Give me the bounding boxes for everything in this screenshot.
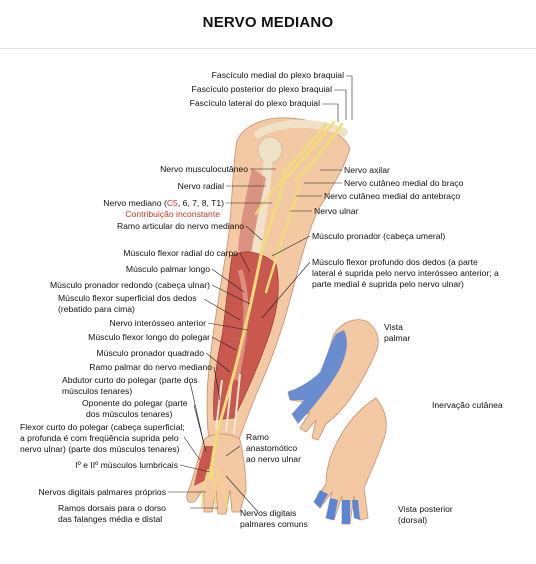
leader-flexor-radial (239, 252, 251, 273)
label-flexor-profundo-1: Músculo flexor profundo dos dedos (a par… (312, 257, 478, 267)
label-axilar: Nervo axilar (344, 165, 390, 175)
label-inervacao: Inervação cutânea (432, 400, 503, 410)
leader-digitais-comuns (225, 475, 259, 513)
label-flexor-longo: Músculo flexor longo do polegar (88, 332, 210, 342)
label-anastomotico-2: anastomótico (246, 443, 298, 453)
leader-fasciculo-posterior (334, 89, 347, 120)
radial-nerve-path (254, 176, 286, 216)
label-vista-palmar-2: palmar (384, 333, 411, 343)
leader-flexor-profundo (261, 261, 311, 319)
palmar-median-area (288, 330, 347, 424)
leader-fasciculo-lateral (322, 103, 339, 122)
dorsal-hand-skin (313, 397, 387, 525)
label-digitais-comuns-2: palmares comuns (240, 519, 308, 529)
dorsal-view-hand (313, 397, 387, 525)
leader-oponente (193, 404, 207, 453)
label-articular: Ramo articular do nervo mediano (116, 221, 244, 231)
label-mediano-roots: C5 (166, 198, 178, 208)
leader-flexor-curto (183, 436, 201, 461)
label-lumbricais: Iº e IIº músculos lumbricais (75, 460, 178, 470)
label-ramo-palmar: Ramo palmar do nervo mediano (89, 362, 212, 372)
label-cutaneo-braco: Nervo cutâneo medial do braço (344, 178, 464, 188)
brachial-cord-3 (280, 122, 328, 176)
label-flexor-radial: Músculo flexor radial do carpo (123, 248, 238, 258)
title-divider (0, 48, 536, 49)
brachial-cord-2 (294, 122, 344, 182)
label-digitais-comuns-1: Nervos digitais (240, 508, 297, 518)
label-mediano-suffix: , 6, 7, 8, T1) (177, 198, 224, 208)
label-vista-palmar-1: Vista (384, 322, 403, 332)
label-flexor-profundo-3: parte medial é suprida pelo nervo ulnar) (312, 279, 464, 289)
clavicle-bone (254, 120, 348, 138)
leader-fasciculo-medial (346, 75, 353, 120)
leader-abdutor (189, 381, 205, 445)
label-mediano: Nervo mediano (C5, 6, 7, 8, T1) (84, 198, 224, 209)
label-oponente-2: dos músculos tenares) (86, 409, 173, 419)
label-fasciculo-posterior: Fascículo posterior do plexo braquial (191, 84, 332, 94)
leader-lumbricais (179, 464, 211, 473)
label-flexor-curto-3: nervo ulnar) (parte dos músculos tenares… (20, 444, 180, 454)
digital-nerve-2 (215, 469, 229, 511)
label-ulnar: Nervo ulnar (314, 206, 359, 216)
label-cutaneo-antebraco: Nervo cutâneo medial do antebraço (324, 191, 461, 201)
label-abdutor-1: Abdutor curto do polegar (parte dos (62, 375, 198, 385)
label-flexor-profundo-2: lateral é suprida pelo nervo interósseo … (312, 268, 499, 278)
label-vista-posterior-2: (dorsal) (398, 515, 428, 525)
label-musculocutaneo: Nervo musculocutâneo (160, 164, 248, 174)
leader-articular (245, 225, 263, 241)
leader-anastomotico (225, 445, 241, 457)
label-flexor-curto-2: a profunda é com freqüência suprida pelo (20, 433, 179, 443)
label-radial: Nervo radial (177, 181, 224, 191)
brachial-cord-1 (286, 120, 336, 178)
label-ramos-dorsais-1: Ramos dorsais para o dorso (58, 503, 166, 513)
nerve-paths (201, 120, 344, 511)
label-digitais-proprios: Nervos digitais palmares próprios (38, 487, 166, 497)
dorsal-innervation-2 (352, 500, 360, 520)
label-vista-posterior-1: Vista posterior (398, 504, 453, 514)
label-flexor-curto-1: Flexor curto do polegar (cabeça superfic… (20, 422, 185, 432)
label-anastomotico-3: ao nervo ulnar (246, 454, 301, 464)
digital-nerve-3 (201, 469, 209, 509)
dorsal-innervation-4 (314, 490, 328, 508)
label-interosseo: Nervo interósseo anterior (109, 318, 207, 328)
label-abdutor-2: músculos tenares) (62, 386, 133, 396)
thenar-muscles (194, 446, 214, 486)
label-fasciculo-lateral: Fascículo lateral do plexo braquial (189, 98, 320, 108)
label-pronador-redondo: Músculo pronador redondo (cabeça ulnar) (49, 280, 210, 290)
leader-flexor-superficial (203, 298, 241, 321)
palmar-view-hand (287, 319, 379, 441)
ulnar-nerve-path (264, 182, 302, 294)
leader-flexor-longo (211, 336, 237, 351)
label-fasciculo-medial: Fascículo medial do plexo braquial (211, 70, 344, 80)
dorsal-innervation-3 (326, 498, 338, 520)
leader-palmar-longo (211, 268, 245, 293)
label-anastomotico-1: Ramo (246, 432, 269, 442)
digital-nerve-1 (211, 469, 217, 511)
leader-interosseo (207, 322, 249, 331)
label-contribuicao: Contribuição inconstante (125, 209, 220, 219)
label-ramos-dorsais-2: das falanges média e distal (58, 514, 163, 524)
upper-arm-muscle (238, 168, 266, 262)
label-pronador-quadrado: Músculo pronador quadrado (96, 348, 205, 358)
leader-pronador-umeral (271, 235, 311, 257)
label-mediano-prefix: Nervo mediano ( (103, 198, 167, 208)
leader-pronador-quadrado (205, 352, 231, 373)
label-flexor-superficial-1: Músculo flexor superficial dos dedos (58, 293, 197, 303)
hand-skin (186, 433, 247, 515)
leader-pronador-redondo (211, 284, 251, 305)
label-flexor-superficial-2: (rebatido para cima) (58, 304, 135, 314)
dorsal-innervation-1 (342, 500, 350, 524)
label-pronador-umeral: Músculo pronador (cabeça umeral) (312, 231, 446, 241)
label-oponente-1: Oponente do polegar (parte (82, 398, 188, 408)
page-title: NERVO MEDIANO (202, 14, 334, 31)
median-nerve-path (208, 174, 288, 480)
label-palmar-longo: Músculo palmar longo (125, 264, 210, 274)
leader-lines (168, 75, 353, 513)
leader-ramo-palmar (213, 366, 221, 401)
arm-figure (186, 117, 351, 515)
